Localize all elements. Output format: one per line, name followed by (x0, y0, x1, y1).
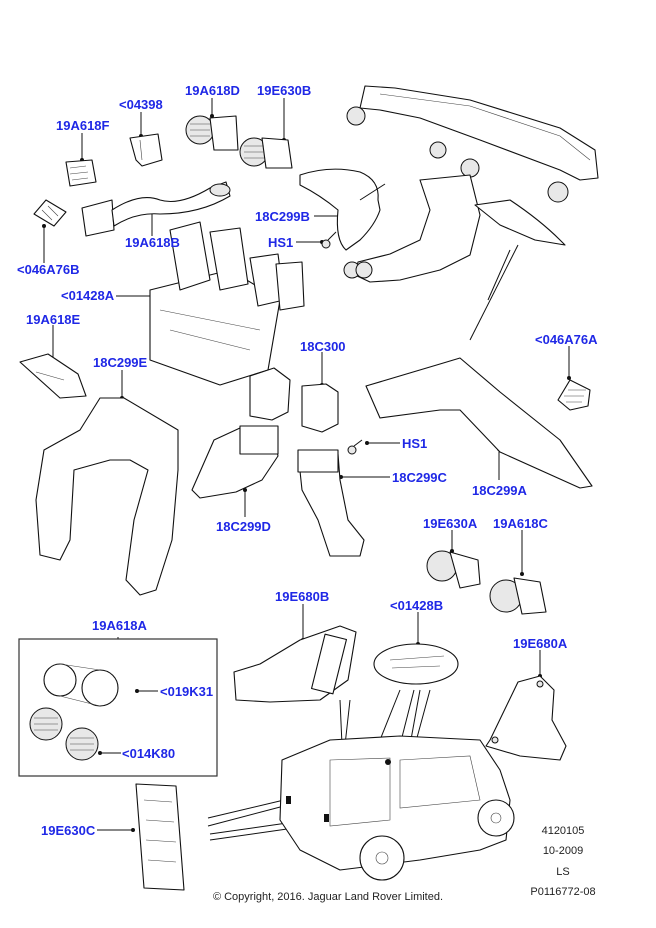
callout-18C299D[interactable]: 18C299D (216, 519, 271, 534)
panel-01428B (339, 643, 459, 746)
callout-19A618B[interactable]: 19A618B (125, 235, 180, 250)
callout-19E630A[interactable]: 19E630A (423, 516, 478, 531)
vent-bezel-014K80-1 (29, 707, 63, 741)
vent-046A76B (33, 199, 67, 227)
callout-19A618E[interactable]: 19A618E (26, 312, 81, 327)
clip-04398 (129, 133, 163, 167)
kit-box-19A618A (18, 638, 218, 777)
vent-19A618C (489, 577, 547, 615)
callout-046A76B[interactable]: <046A76B (17, 262, 80, 277)
callout-hs1-top[interactable]: HS1 (268, 235, 294, 250)
callout-014K80[interactable]: <014K80 (122, 746, 176, 761)
screw-hs1-mid (347, 439, 363, 455)
vent-housing-019K31 (43, 663, 119, 707)
screw-hs1-top (321, 231, 337, 249)
duct-18C299A (365, 357, 593, 489)
vent-19A618F (65, 159, 97, 187)
callout-19A618A[interactable]: 19A618A (92, 618, 147, 633)
illustration-code: 4120105 (541, 825, 585, 837)
callout-18C299A[interactable]: 18C299A (472, 483, 527, 498)
callout-04398[interactable]: <04398 (119, 97, 163, 112)
illustration-reference: P0116772-08 (530, 886, 596, 898)
dashboard-duct-assembly (299, 85, 599, 341)
vent-19E630A (426, 550, 481, 589)
callout-19A618D[interactable]: 19A618D (185, 83, 240, 98)
callout-01428A[interactable]: <01428A (61, 288, 115, 303)
callout-19E630C[interactable]: 19E630C (41, 823, 96, 838)
callout-19E630B[interactable]: 19E630B (257, 83, 312, 98)
vent-bezel-014K80-2 (65, 727, 99, 761)
callout-18C300[interactable]: 18C300 (300, 339, 346, 354)
callout-19E680A[interactable]: 19E680A (513, 636, 568, 651)
callout-019K31[interactable]: <019K31 (160, 684, 214, 699)
illustrator-initials: LS (556, 866, 570, 878)
duct-19A618B (81, 181, 231, 237)
vent-046A76A (557, 379, 591, 411)
callout-046A76A[interactable]: <046A76A (535, 332, 598, 347)
vent-19A618D (185, 115, 239, 151)
duct-18C300 (301, 383, 339, 433)
callout-19A618C[interactable]: 19A618C (493, 516, 548, 531)
duct-18C299E (35, 397, 179, 596)
duct-19E680B (233, 625, 357, 703)
callout-hs1-mid[interactable]: HS1 (402, 436, 428, 451)
callout-18C299B[interactable]: 18C299B (255, 209, 310, 224)
vent-19A618E (19, 353, 87, 399)
callout-01428B[interactable]: <01428B (390, 598, 444, 613)
vehicle-illustration (279, 735, 515, 881)
copyright-notice: © Copyright, 2016. Jaguar Land Rover Lim… (212, 891, 444, 903)
callout-18C299C[interactable]: 18C299C (392, 470, 447, 485)
vent-19E630C (135, 783, 323, 891)
duct-18C299D (191, 425, 279, 499)
callout-19E680B[interactable]: 19E680B (275, 589, 330, 604)
callout-19A618F[interactable]: 19A618F (56, 118, 110, 133)
duct-18C299C (297, 449, 365, 557)
illustration-date: 10-2009 (542, 845, 584, 857)
duct-18C300-left (249, 367, 291, 421)
callout-18C299E[interactable]: 18C299E (93, 355, 148, 370)
vent-19E630B (239, 137, 293, 169)
housing-01428A (149, 221, 305, 386)
